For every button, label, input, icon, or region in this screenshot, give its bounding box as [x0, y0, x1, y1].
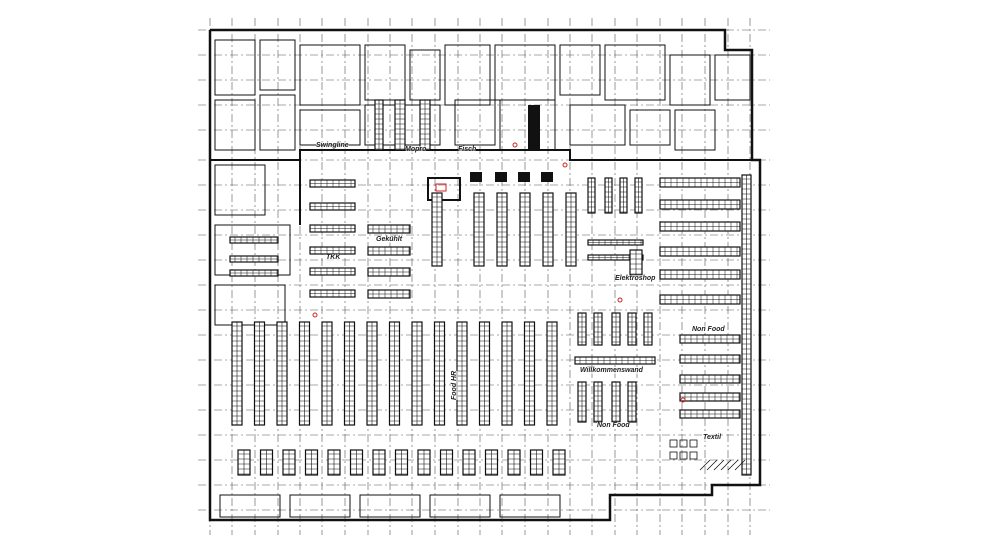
freezer-block — [541, 172, 553, 182]
room — [559, 44, 601, 96]
zone-label-mopro: Mopro — [405, 146, 427, 153]
room — [454, 99, 496, 146]
room — [289, 494, 351, 518]
room — [604, 44, 666, 101]
room — [214, 99, 256, 151]
room — [214, 39, 256, 96]
room — [444, 44, 491, 106]
room — [359, 494, 421, 518]
room — [364, 44, 406, 101]
room — [669, 54, 711, 106]
red-marker — [562, 162, 568, 168]
zone-label-willkommenswand: Willkommenswand — [580, 367, 643, 374]
red-marker — [512, 142, 518, 148]
room — [714, 54, 751, 101]
freezer-block — [470, 172, 482, 182]
freezer-block — [518, 172, 530, 182]
room — [409, 49, 441, 101]
zone-label-non-food-right: Non Food — [692, 326, 725, 333]
back-wall — [210, 149, 752, 161]
room — [299, 109, 361, 146]
room — [214, 224, 291, 276]
rack-hatch — [720, 459, 732, 471]
freezer-block — [495, 172, 507, 182]
room — [299, 44, 361, 106]
display-table — [689, 439, 698, 448]
zone-label-swingline: Swingline — [316, 142, 349, 149]
rack-hatch — [727, 459, 739, 471]
zone-label-non-food-center: Non Food — [597, 422, 630, 429]
room — [499, 99, 556, 151]
zone-label-textil: Textil — [703, 434, 722, 441]
rack-hatch — [706, 459, 718, 471]
display-table — [689, 451, 698, 460]
display-table — [679, 439, 688, 448]
room — [259, 94, 296, 151]
room — [259, 39, 296, 91]
red-marker — [680, 397, 686, 403]
display-table — [669, 439, 678, 448]
zone-label-tkk: TKK — [326, 254, 341, 261]
display-table — [679, 451, 688, 460]
display-table — [669, 451, 678, 460]
fish-counter-inner — [435, 183, 447, 192]
room — [674, 109, 716, 151]
rack-hatch — [699, 459, 711, 471]
room — [219, 494, 281, 518]
zone-label-gekuehlt: Gekühlt — [376, 236, 403, 243]
room — [629, 109, 671, 146]
fish-counter — [427, 177, 461, 201]
red-marker — [617, 297, 623, 303]
room — [429, 494, 491, 518]
room — [569, 104, 626, 146]
room — [214, 284, 286, 326]
room — [214, 164, 266, 216]
zone-label-fisch: Fisch — [458, 146, 477, 153]
zone-label-food-hr: Food HR — [451, 370, 458, 400]
zone-label-elektroshop: Elektroshop — [615, 275, 656, 282]
red-marker — [312, 312, 318, 318]
room — [499, 494, 561, 518]
freezer-block — [528, 105, 540, 150]
outer-wall — [208, 28, 762, 522]
rack-hatch — [734, 459, 746, 471]
rack-hatch — [713, 459, 725, 471]
